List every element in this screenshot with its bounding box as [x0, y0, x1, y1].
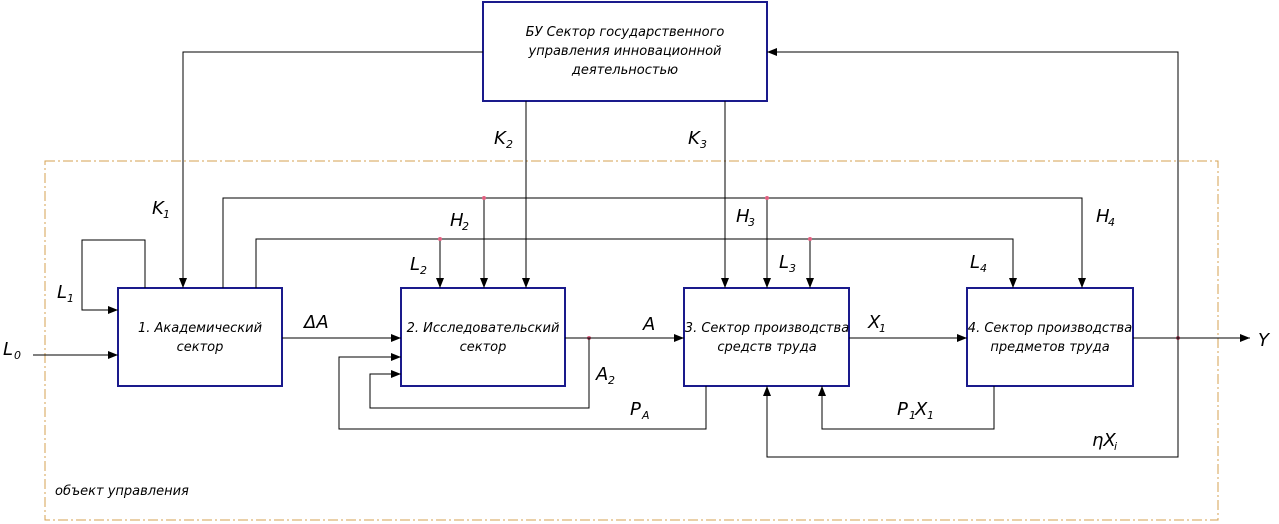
academic-sector-box: [117, 287, 283, 387]
svg-text:H: H: [1096, 206, 1110, 227]
svg-text:P: P: [897, 399, 908, 420]
svg-text:1: 1: [927, 409, 934, 422]
svg-text:i: i: [1114, 440, 1117, 453]
PA-feedback-arrow: [338, 353, 707, 430]
bu-box-line-1: БУ Сектор государственного: [526, 25, 725, 40]
svg-text:2: 2: [462, 220, 469, 233]
academic-box-line-2: сектор: [177, 340, 224, 355]
svg-text:4: 4: [980, 262, 987, 275]
label-L4: L 4: [970, 252, 987, 275]
svg-text:P: P: [630, 399, 641, 420]
research-sector-box: [400, 287, 566, 387]
svg-text:2: 2: [420, 264, 427, 277]
svg-text:0: 0: [14, 349, 21, 362]
svg-text:3: 3: [748, 216, 755, 229]
A2-feedback-arrow: [369, 338, 590, 409]
label-L2: L 2: [410, 254, 427, 277]
svg-text:ηX: ηX: [1092, 430, 1116, 451]
svg-text:2: 2: [608, 374, 615, 387]
junction-dot: [438, 237, 442, 241]
label-L1: L 1: [57, 282, 74, 305]
svg-text:A: A: [595, 364, 608, 385]
bu-box-line-3: деятельностью: [571, 63, 678, 78]
frame-label: объект управления: [55, 484, 189, 499]
svg-text:1: 1: [163, 208, 170, 221]
label-L0: L 0: [3, 339, 21, 362]
svg-text:L: L: [57, 282, 67, 303]
label-K1: K 1: [152, 198, 170, 221]
svg-text:K: K: [688, 128, 701, 149]
label-H3: H 3: [736, 206, 755, 229]
junction-dot: [482, 196, 486, 200]
P1X1-feedback-arrow: [818, 386, 995, 430]
control-object-frame: [44, 160, 1219, 521]
H4-arrow: [222, 197, 1086, 288]
svg-text:K: K: [494, 128, 507, 149]
svg-text:1: 1: [909, 409, 916, 422]
means-box-line-1: 3. Сектор производства: [685, 321, 849, 336]
svg-text:1: 1: [67, 292, 74, 305]
label-K3: K 3: [688, 128, 707, 151]
svg-text:L: L: [3, 339, 13, 360]
research-box-line-2: сектор: [460, 340, 507, 355]
L4-arrow: [255, 238, 1017, 288]
objects-of-labor-sector-box: [966, 287, 1134, 387]
svg-text:L: L: [779, 252, 789, 273]
BU-feedback-arrow: [767, 48, 1179, 338]
objects-box-line-2: предметов труда: [990, 340, 1109, 355]
svg-text:3: 3: [789, 262, 796, 275]
svg-text:4: 4: [1108, 216, 1115, 229]
svg-text:H: H: [736, 206, 750, 227]
svg-text:3: 3: [700, 138, 707, 151]
label-etaX: ηX i: [1092, 430, 1117, 453]
svg-text:X: X: [867, 312, 881, 333]
label-H2: H 2: [450, 210, 469, 233]
K1-arrow: [179, 51, 483, 288]
etaX-feedback-arrow: [763, 338, 1179, 458]
svg-text:L: L: [970, 252, 980, 273]
svg-text:2: 2: [506, 138, 513, 151]
label-dA: ΔA: [302, 312, 329, 333]
objects-box-line-1: 4. Сектор производства: [968, 321, 1132, 336]
L1-loop-arrow: [81, 239, 146, 314]
svg-text:L: L: [410, 254, 420, 275]
label-K2: K 2: [494, 128, 513, 151]
svg-text:H: H: [450, 210, 464, 231]
label-PA: P A: [630, 399, 650, 422]
label-L3: L 3: [779, 252, 796, 275]
svg-text:X: X: [914, 399, 928, 420]
junction-dot: [808, 237, 812, 241]
research-box-line-1: 2. Исследовательский: [407, 321, 560, 336]
label-Y: Y: [1258, 330, 1271, 351]
svg-text:K: K: [152, 198, 165, 219]
svg-text:A: A: [641, 409, 650, 422]
bu-sector-box: [482, 1, 768, 102]
means-box-line-2: средств труда: [717, 340, 816, 355]
label-X1: X 1: [867, 312, 886, 335]
bu-box-line-2: управления инновационной: [528, 44, 722, 59]
label-H4: H 4: [1096, 206, 1115, 229]
junction-dot: [765, 196, 769, 200]
label-P1X1: P 1 X 1: [897, 399, 934, 422]
label-A2: A 2: [595, 364, 615, 387]
label-A: A: [642, 314, 655, 335]
means-of-labor-sector-box: [683, 287, 850, 387]
academic-box-line-1: 1. Академический: [138, 321, 262, 336]
svg-text:1: 1: [879, 322, 886, 335]
